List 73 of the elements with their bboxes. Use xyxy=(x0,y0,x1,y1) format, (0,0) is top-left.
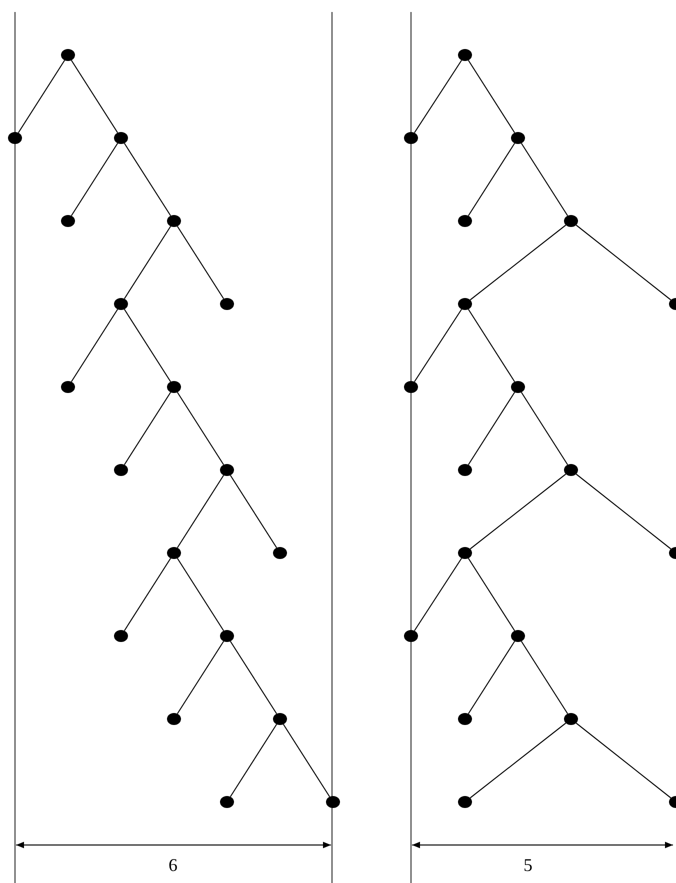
tree-node-dot xyxy=(167,547,181,559)
tree-edge xyxy=(576,224,672,300)
tree-edge xyxy=(468,558,516,632)
tree-node-dot xyxy=(114,298,128,310)
tree-node-dot xyxy=(61,215,75,227)
tree-edge xyxy=(176,640,224,714)
tree-node-dot xyxy=(8,132,22,144)
tree-edge xyxy=(70,142,118,216)
tree-edge xyxy=(414,308,462,382)
tree-node-dot xyxy=(220,796,234,808)
tree-node-dot xyxy=(404,132,418,144)
tree-node-dot xyxy=(458,713,472,725)
tree-node-dot xyxy=(404,630,418,642)
tree-edge xyxy=(124,558,172,632)
tree-edge xyxy=(124,142,172,216)
tree-edge xyxy=(124,226,172,300)
tree-node-dot xyxy=(167,713,181,725)
tree-edge xyxy=(176,558,224,632)
tree-edge xyxy=(414,558,462,632)
tree-edge xyxy=(576,722,672,798)
tree-node-dot xyxy=(458,547,472,559)
tree-edge xyxy=(520,142,568,216)
tree-edge xyxy=(176,474,224,548)
tree-edge xyxy=(520,392,568,466)
tree-edge xyxy=(176,226,224,300)
tree-edge xyxy=(70,308,118,382)
tree-node-dot xyxy=(61,381,75,393)
tree-edge xyxy=(124,308,172,382)
tree-node-dot xyxy=(458,464,472,476)
tree-node-dot xyxy=(220,630,234,642)
tree-edge xyxy=(470,474,566,550)
tree-node-dot xyxy=(458,215,472,227)
dimension-label: 5 xyxy=(524,855,532,875)
tree-node-dot xyxy=(404,381,418,393)
tree-edge xyxy=(230,724,278,798)
tree-node-dot xyxy=(564,215,578,227)
tree-node-dot xyxy=(114,132,128,144)
tree-edge xyxy=(468,142,516,216)
tree-edge xyxy=(176,392,224,466)
tree-edge xyxy=(468,60,516,134)
tree-edge xyxy=(576,474,672,550)
tree-node-dot xyxy=(564,713,578,725)
tree-node-dot xyxy=(458,796,472,808)
tree-node-dot xyxy=(167,215,181,227)
tree-edge xyxy=(18,60,66,134)
tree-edge xyxy=(414,60,462,134)
tree-edge xyxy=(230,474,278,548)
tree-node-dot xyxy=(167,381,181,393)
tree-node-dot xyxy=(564,464,578,476)
tree-node-dot xyxy=(273,713,287,725)
tree-node-dot xyxy=(220,298,234,310)
tree-node-dot xyxy=(458,49,472,61)
tree-edge xyxy=(468,392,516,466)
tree-node-dot xyxy=(458,298,472,310)
tree-node-dot xyxy=(114,630,128,642)
tree-edge xyxy=(470,224,566,300)
tree-edge xyxy=(70,60,118,134)
tree-node-dot xyxy=(511,132,525,144)
tree-node-dot xyxy=(220,464,234,476)
dimension-label: 6 xyxy=(168,855,178,875)
tree-edge xyxy=(468,308,516,382)
tree-edge xyxy=(124,392,172,466)
tree-node-dot xyxy=(326,796,340,808)
tree-node-dot xyxy=(273,547,287,559)
tree-node-dot xyxy=(61,49,75,61)
tree-node-dot xyxy=(511,630,525,642)
tree-edge xyxy=(470,722,566,798)
tree-node-dot xyxy=(114,464,128,476)
tree-edge xyxy=(520,640,568,714)
tree-edge xyxy=(282,724,330,798)
tree-edge xyxy=(468,640,516,714)
tree-edge xyxy=(230,640,278,714)
tree-node-dot xyxy=(511,381,525,393)
